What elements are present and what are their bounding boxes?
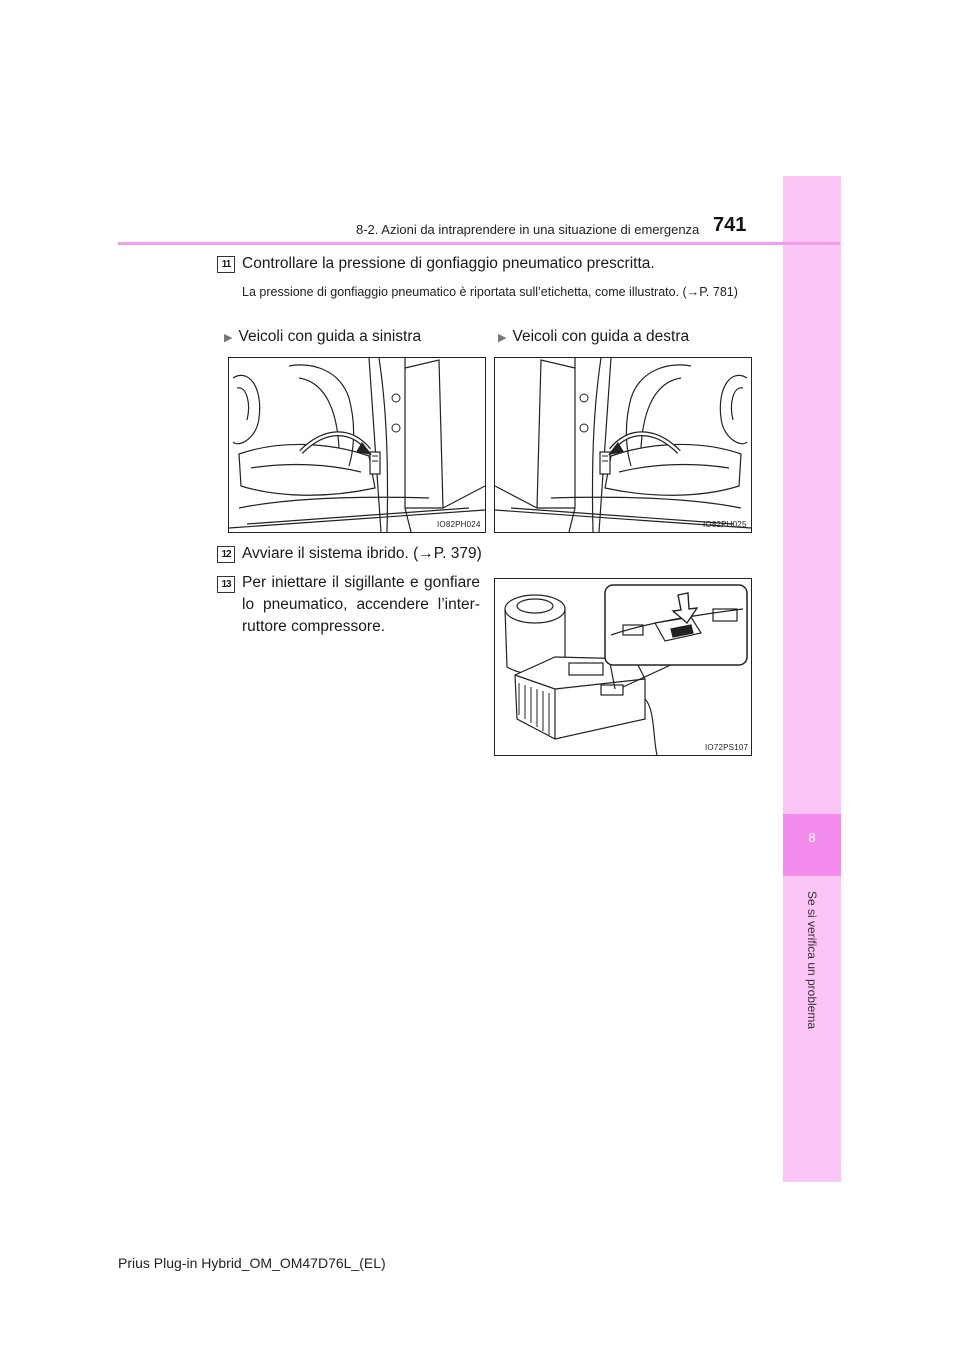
- triangle-bullet-icon: ▶: [498, 332, 507, 344]
- figure-code-lhd: IO82PH024: [437, 520, 481, 529]
- step-number-13: 13: [217, 576, 235, 593]
- step-11-text: Controllare la pressione di gonfiaggio p…: [242, 255, 655, 272]
- chapter-number: 8: [808, 830, 816, 845]
- figure-right-hand-drive: IO82PH025: [494, 357, 752, 533]
- illustration-door-pillar-lhd: [229, 358, 485, 532]
- chapter-label: Se si verifica un problema: [805, 890, 819, 1030]
- caption-left-hand-drive: ▶ Veicoli con guida a sinistra: [224, 328, 421, 346]
- step-11-note: La pressione di gonfiaggio pneumatico è …: [242, 285, 738, 299]
- figure-left-hand-drive: IO82PH024: [228, 357, 486, 533]
- chapter-side-tab: [783, 176, 841, 1182]
- illustration-compressor: [504, 584, 748, 755]
- caption-right-hand-drive-text: Veicoli con guida a destra: [512, 328, 690, 345]
- section-title: 8-2. Azioni da intraprendere in una situ…: [356, 222, 700, 237]
- step-number-12: 12: [217, 546, 235, 563]
- step-13-text: Per iniettare il sigillante e gonfiare l…: [242, 574, 480, 635]
- header-rule: [118, 242, 840, 245]
- figure-compressor-switch: IO72PS107: [494, 578, 752, 756]
- page-number: 741: [713, 214, 747, 236]
- triangle-bullet-icon: ▶: [224, 332, 233, 344]
- caption-right-hand-drive: ▶ Veicoli con guida a destra: [498, 328, 689, 346]
- document-id: Prius Plug-in Hybrid_OM_OM47D76L_(EL): [118, 1255, 386, 1271]
- figure-code-rhd: IO82PH025: [703, 520, 747, 529]
- figure-code-compressor: IO72PS107: [705, 743, 749, 752]
- step-12-text: Avviare il sistema ibrido. (→P. 379): [242, 545, 482, 562]
- caption-left-hand-drive-text: Veicoli con guida a sinistra: [238, 328, 422, 345]
- chapter-number-tab: [783, 814, 841, 876]
- step-number-11: 11: [217, 256, 235, 273]
- illustration-door-pillar-rhd: [495, 358, 751, 532]
